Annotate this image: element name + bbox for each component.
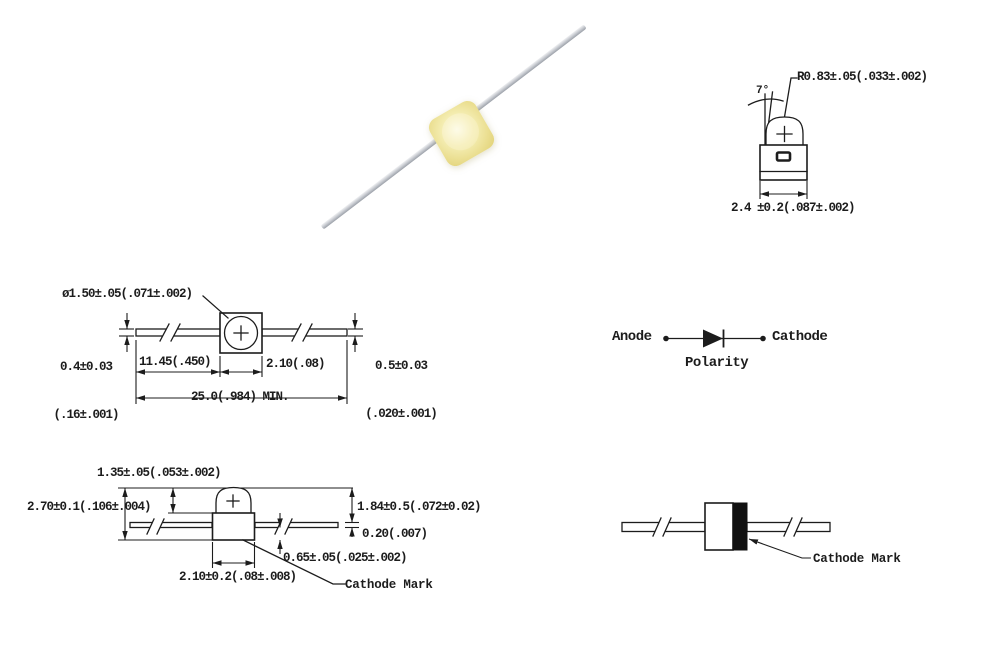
side-left-lead [129, 518, 213, 535]
top-length-dimensions [135, 340, 348, 404]
side-lead-thickness-label: 0.20(.007) [362, 527, 428, 541]
front-angle-label: 7° [756, 85, 770, 97]
polarity-cathode-label: Cathode [772, 329, 828, 345]
front-cathode-slot [775, 151, 792, 162]
polarity-caption: Polarity [685, 355, 749, 371]
side-view-drawing [118, 486, 359, 585]
side-body-outline [211, 512, 256, 541]
top-right-thickness-in: (.020±.001) [365, 407, 438, 421]
axial-right-lead [746, 517, 831, 537]
lead-thickness-dimension [345, 521, 359, 537]
top-plus-mark [233, 325, 249, 341]
top-right-thickness-label: 0.5±0.03 (.020±.001) [358, 326, 444, 454]
top-body-width-label: 2.10(.08) [266, 357, 326, 371]
lens-dia-leader-line [202, 295, 229, 319]
top-right-thickness-mm: 0.5±0.03 [374, 359, 428, 373]
top-right-thickness-dimension [348, 313, 363, 352]
axial-cathode-mark-leader [748, 538, 811, 559]
top-left-lead [135, 323, 221, 342]
side-overall-height-label: 2.70±0.1(.106±.004) [27, 500, 152, 514]
front-view-drawing [747, 77, 808, 199]
side-body-width-label: 2.10±0.2(.08±.008) [179, 570, 297, 584]
front-width-dimension [759, 181, 808, 199]
top-lead-length-label: 11.45(.450) [139, 355, 212, 369]
polarity-anode-label: Anode [612, 329, 652, 345]
axial-left-lead [621, 517, 706, 537]
front-body-outline [759, 144, 808, 181]
top-left-thickness-in: (.16±.001) [53, 408, 119, 422]
diode-triangle [703, 329, 723, 348]
top-left-thickness-label: 0.4±0.03 (.16±.001) [47, 327, 125, 455]
side-plus-mark [226, 494, 240, 508]
axial-view-drawing [621, 502, 831, 559]
side-base-height-label: 0.65±.05(.025±.002) [283, 551, 408, 565]
top-view-drawing [119, 295, 363, 404]
side-dome-height-label: 1.35±.05(.053±.002) [97, 466, 222, 480]
top-left-thickness-dimension [119, 313, 134, 352]
polarity-symbol [663, 329, 766, 348]
axial-cathode-mark-label: Cathode Mark [813, 552, 901, 566]
side-body-height-label: 1.84±0.5(.072±0.02) [357, 500, 482, 514]
radius-leader-line [783, 77, 798, 121]
side-body-width-dimension [211, 542, 256, 568]
axial-body-outline [704, 502, 734, 551]
top-overall-length-label: 25.0(.984) MIN. [191, 390, 290, 404]
axial-cathode-band [732, 502, 748, 551]
front-plus-mark [776, 125, 793, 143]
side-right-lead [254, 518, 339, 535]
top-lens-dia-label: ø1.50±.05(.071±.002) [62, 287, 193, 301]
side-cathode-mark-leader [242, 539, 346, 585]
angle-arc [747, 98, 784, 106]
front-width-label: 2.4 ±0.2(.087±.002) [731, 201, 856, 215]
top-right-lead [261, 323, 348, 342]
front-radius-label: R0.83±.05(.033±.002) [797, 70, 928, 84]
side-cathode-mark-label: Cathode Mark [345, 578, 433, 592]
top-left-thickness-mm: 0.4±0.03 [59, 360, 113, 374]
